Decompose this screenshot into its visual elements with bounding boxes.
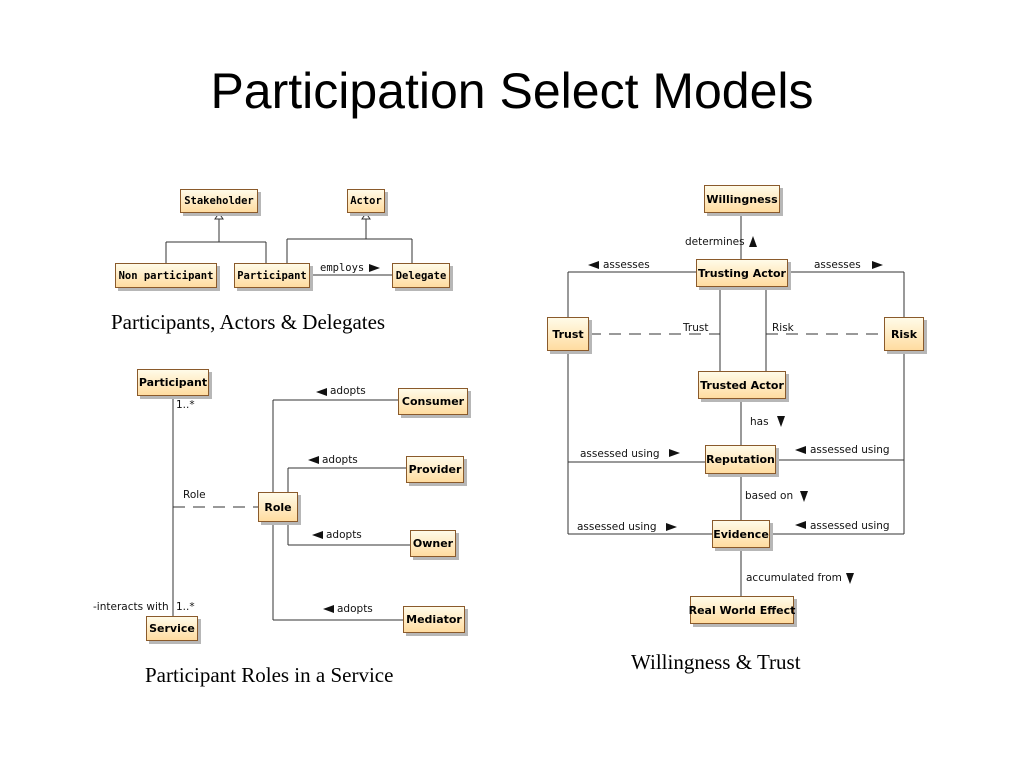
owner-box: Owner [410, 530, 456, 557]
assessed-using-label-4: assessed using [810, 520, 890, 532]
diagram2-caption: Participant Roles in a Service [145, 663, 394, 687]
participant-box: Participant [234, 263, 310, 288]
employs-label: employs [320, 262, 365, 274]
generalization-arrow [214, 212, 224, 220]
direction-arrow [795, 521, 806, 529]
slide-title: Participation Select Models [210, 63, 814, 119]
assessed-using-label-1: assessed using [580, 448, 660, 460]
diagram3-caption: Willingness & Trust [631, 650, 801, 674]
evidence-box: Evidence [712, 520, 770, 548]
direction-arrow [312, 531, 323, 539]
direction-arrow [872, 261, 883, 269]
interacts-with-label: -interacts with [93, 601, 169, 613]
direction-arrow [369, 264, 380, 272]
trusted-actor-box: Trusted Actor [698, 371, 786, 399]
direction-arrow [588, 261, 599, 269]
adopts-mediator-label: adopts [337, 603, 373, 615]
based-on-label: based on [745, 490, 794, 502]
provider-box: Provider [406, 456, 464, 483]
generalization-arrow [361, 212, 371, 220]
risk-assoc-label: Risk [772, 322, 794, 334]
participant-box-2: Participant [137, 369, 209, 396]
direction-arrow [669, 449, 680, 457]
mediator-box: Mediator [403, 606, 465, 633]
consumer-box: Consumer [398, 388, 468, 415]
direction-arrow [800, 491, 808, 502]
direction-arrow [323, 605, 334, 613]
actor-box: Actor [347, 189, 385, 213]
role-box: Role [258, 492, 298, 522]
willingness-box: Willingness [704, 185, 780, 213]
direction-arrow [846, 573, 854, 584]
multiplicity-top-label: 1..* [176, 399, 195, 411]
trust-box: Trust [547, 317, 589, 351]
direction-arrow [749, 236, 757, 247]
real-world-effect-box: Real World Effect [689, 596, 795, 624]
risk-box: Risk [884, 317, 924, 351]
non-participant-box: Non participant [115, 263, 217, 288]
adopts-provider-label: adopts [322, 454, 358, 466]
service-box: Service [146, 616, 198, 641]
assesses-left-label: assesses [603, 259, 650, 271]
reputation-box: Reputation [705, 445, 776, 474]
delegate-box: Delegate [392, 263, 450, 288]
diagram1-caption: Participants, Actors & Delegates [111, 310, 386, 334]
direction-arrow [666, 523, 677, 531]
trust-assoc-label: Trust [683, 322, 709, 334]
role-assoc-label: Role [183, 489, 206, 501]
determines-label: determines [685, 236, 745, 248]
assessed-using-label-2: assessed using [810, 444, 890, 456]
has-label: has [750, 416, 769, 428]
stakeholder-box: Stakeholder [180, 189, 258, 213]
direction-arrow [308, 456, 319, 464]
adopts-owner-label: adopts [326, 529, 362, 541]
direction-arrow [316, 388, 327, 396]
direction-arrow [795, 446, 806, 454]
multiplicity-bottom-label: 1..* [176, 601, 195, 613]
adopts-consumer-label: adopts [330, 385, 366, 397]
direction-arrow [777, 416, 785, 427]
assessed-using-label-3: assessed using [577, 521, 657, 533]
accumulated-from-label: accumulated from [746, 572, 842, 584]
assesses-right-label: assesses [814, 259, 861, 271]
trusting-actor-box: Trusting Actor [696, 259, 788, 287]
